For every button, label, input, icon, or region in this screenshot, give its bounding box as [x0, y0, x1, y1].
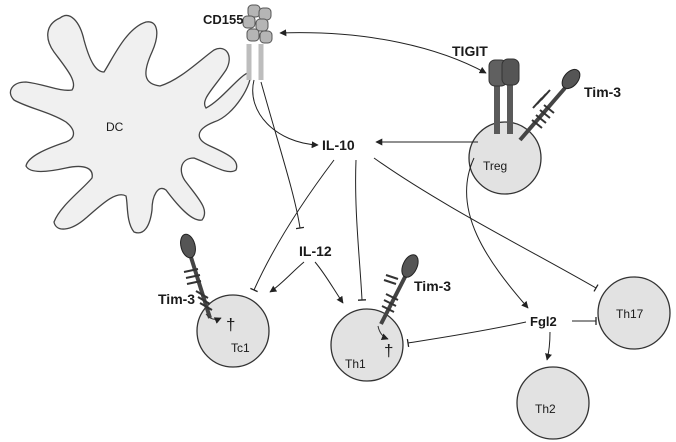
- cd155-label: CD155: [203, 12, 243, 27]
- tim3-th1-label: Tim-3: [414, 278, 451, 294]
- tc1-death-mark: †: [226, 315, 235, 334]
- tc1-label: Tc1: [231, 341, 250, 355]
- cd155-tigit-arrow: [279, 29, 487, 74]
- th1-cell: [330, 308, 404, 382]
- th2-label: Th2: [535, 402, 556, 416]
- tim3-receptor-tc1: [180, 233, 222, 324]
- il10-inhibits-th17: [373, 157, 599, 292]
- th17-label: Th17: [616, 307, 644, 321]
- fgl2-inhibits-th1: [406, 321, 527, 348]
- treg-to-fgl2-arrow: [466, 157, 529, 309]
- cd155-inhibits-il12: [260, 81, 305, 230]
- tim3-receptor-th1: [377, 254, 419, 341]
- dc-to-il10-arrow: [252, 79, 319, 149]
- tim3-receptor-treg: [518, 68, 581, 142]
- tigit-receptor: [488, 58, 520, 134]
- treg-cell: [468, 121, 542, 195]
- fgl2-to-th2-arrow: [545, 331, 552, 361]
- tim3-tc1-label: Tim-3: [158, 291, 195, 307]
- th1-death-mark: †: [384, 341, 393, 360]
- il10-label: IL-10: [322, 137, 355, 153]
- th1-label: Th1: [345, 357, 366, 371]
- th2-cell: [516, 366, 590, 440]
- il12-to-tc1-arrow: [269, 261, 305, 293]
- cd155-receptor: [242, 4, 273, 80]
- dendritic-cell: [9, 14, 252, 234]
- il12-label: IL-12: [299, 243, 332, 259]
- tc1-cell: [196, 294, 270, 368]
- dc-label: DC: [106, 120, 124, 134]
- il10-inhibits-tc1: [250, 159, 335, 293]
- treg-label: Treg: [483, 159, 507, 173]
- tim3-treg-label: Tim-3: [584, 84, 621, 100]
- fgl2-label: Fgl2: [530, 314, 557, 329]
- il10-inhibits-th1: [355, 159, 367, 301]
- th17-cell: [597, 276, 671, 350]
- tigit-label: TIGIT: [452, 43, 488, 59]
- il12-to-th1-arrow: [314, 261, 344, 304]
